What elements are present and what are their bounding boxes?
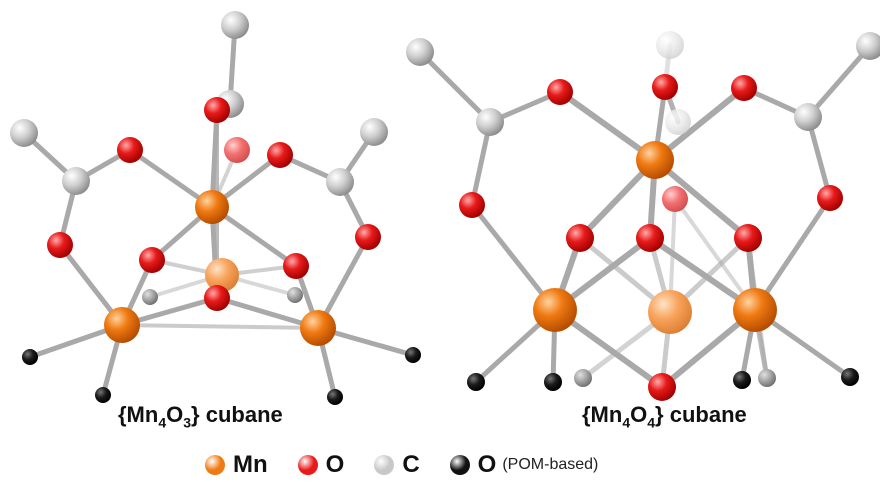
o-atom: [662, 186, 688, 212]
bond: [469, 119, 493, 208]
legend-item-o: O: [297, 451, 345, 479]
c-atom: [476, 108, 504, 136]
o-atom: [47, 232, 73, 258]
bond: [673, 197, 757, 312]
bond: [805, 43, 873, 120]
o-atom: [652, 74, 678, 100]
pom-o-atom: [758, 369, 776, 387]
pom-o-atom: [22, 349, 38, 365]
legend-note-pom-o: (POM-based): [502, 456, 599, 473]
bond: [120, 323, 320, 330]
o-atom: [224, 137, 250, 163]
legend-item-pom-o: O (POM-based): [449, 451, 599, 479]
o-atom: [547, 79, 573, 105]
c-atom: [360, 118, 388, 146]
mn-atom: [300, 310, 336, 346]
legend-item-mn: Mn: [205, 451, 268, 479]
c-atom: [856, 32, 880, 60]
c-atom: [665, 109, 691, 135]
pom-o-atom: [841, 368, 859, 386]
o-atom: [459, 192, 485, 218]
pom-o-atom: [405, 347, 421, 363]
o-atom: [817, 185, 843, 211]
c-atom: [62, 167, 90, 195]
legend-label-pom-o: O: [477, 451, 497, 478]
bond: [752, 195, 833, 313]
pom-o-atom: [467, 373, 485, 391]
o-atom: [648, 373, 676, 401]
legend-label-c: C: [402, 451, 420, 478]
mn-atom: [533, 288, 577, 332]
c-atom: [656, 31, 684, 59]
pom-o-atom: [142, 289, 158, 305]
mn-atom: [104, 307, 140, 343]
atoms: [10, 11, 880, 405]
o-atom: [355, 224, 381, 250]
mn-atom: [205, 258, 239, 292]
legend-swatch-c: [374, 455, 395, 475]
o-atom: [139, 247, 165, 273]
bond: [469, 202, 558, 313]
o-atom: [204, 97, 230, 123]
o-atom: [283, 253, 309, 279]
right-structure-caption: {Mn4O4} cubane: [582, 402, 747, 431]
mn-atom: [195, 190, 229, 224]
c-atom: [794, 103, 822, 131]
legend-label-mn: Mn: [233, 451, 268, 478]
legend-swatch-mn: [205, 455, 225, 475]
c-atom: [10, 119, 38, 147]
pom-o-atom: [733, 371, 751, 389]
pom-o-atom: [574, 369, 592, 387]
bond: [417, 49, 493, 125]
o-atom: [117, 137, 143, 163]
c-atom: [326, 168, 354, 196]
pom-o-atom: [327, 389, 343, 405]
legend-item-c: C: [374, 451, 420, 479]
o-atom: [204, 285, 230, 311]
legend-label-o: O: [325, 451, 345, 478]
o-atom: [267, 142, 293, 168]
o-atom: [731, 75, 757, 101]
c-atom: [221, 11, 249, 39]
o-atom: [636, 224, 664, 252]
legend-swatch-pom-o: [449, 455, 470, 475]
pom-o-atom: [544, 373, 562, 391]
pom-o-atom: [287, 287, 303, 303]
c-atom: [406, 38, 434, 66]
bond: [209, 204, 299, 269]
o-atom: [566, 224, 594, 252]
atom-legend: Mn O C O (POM-based): [205, 450, 598, 480]
o-atom: [734, 224, 762, 252]
left-structure-caption: {Mn4O3} cubane: [118, 402, 283, 431]
bond: [652, 157, 751, 241]
pom-o-atom: [95, 387, 111, 403]
bond: [557, 89, 658, 163]
legend-swatch-o: [297, 455, 318, 475]
mn-atom: [733, 288, 777, 332]
mn-atom: [636, 141, 674, 179]
bond: [652, 85, 747, 163]
mn-atom: [648, 290, 692, 334]
